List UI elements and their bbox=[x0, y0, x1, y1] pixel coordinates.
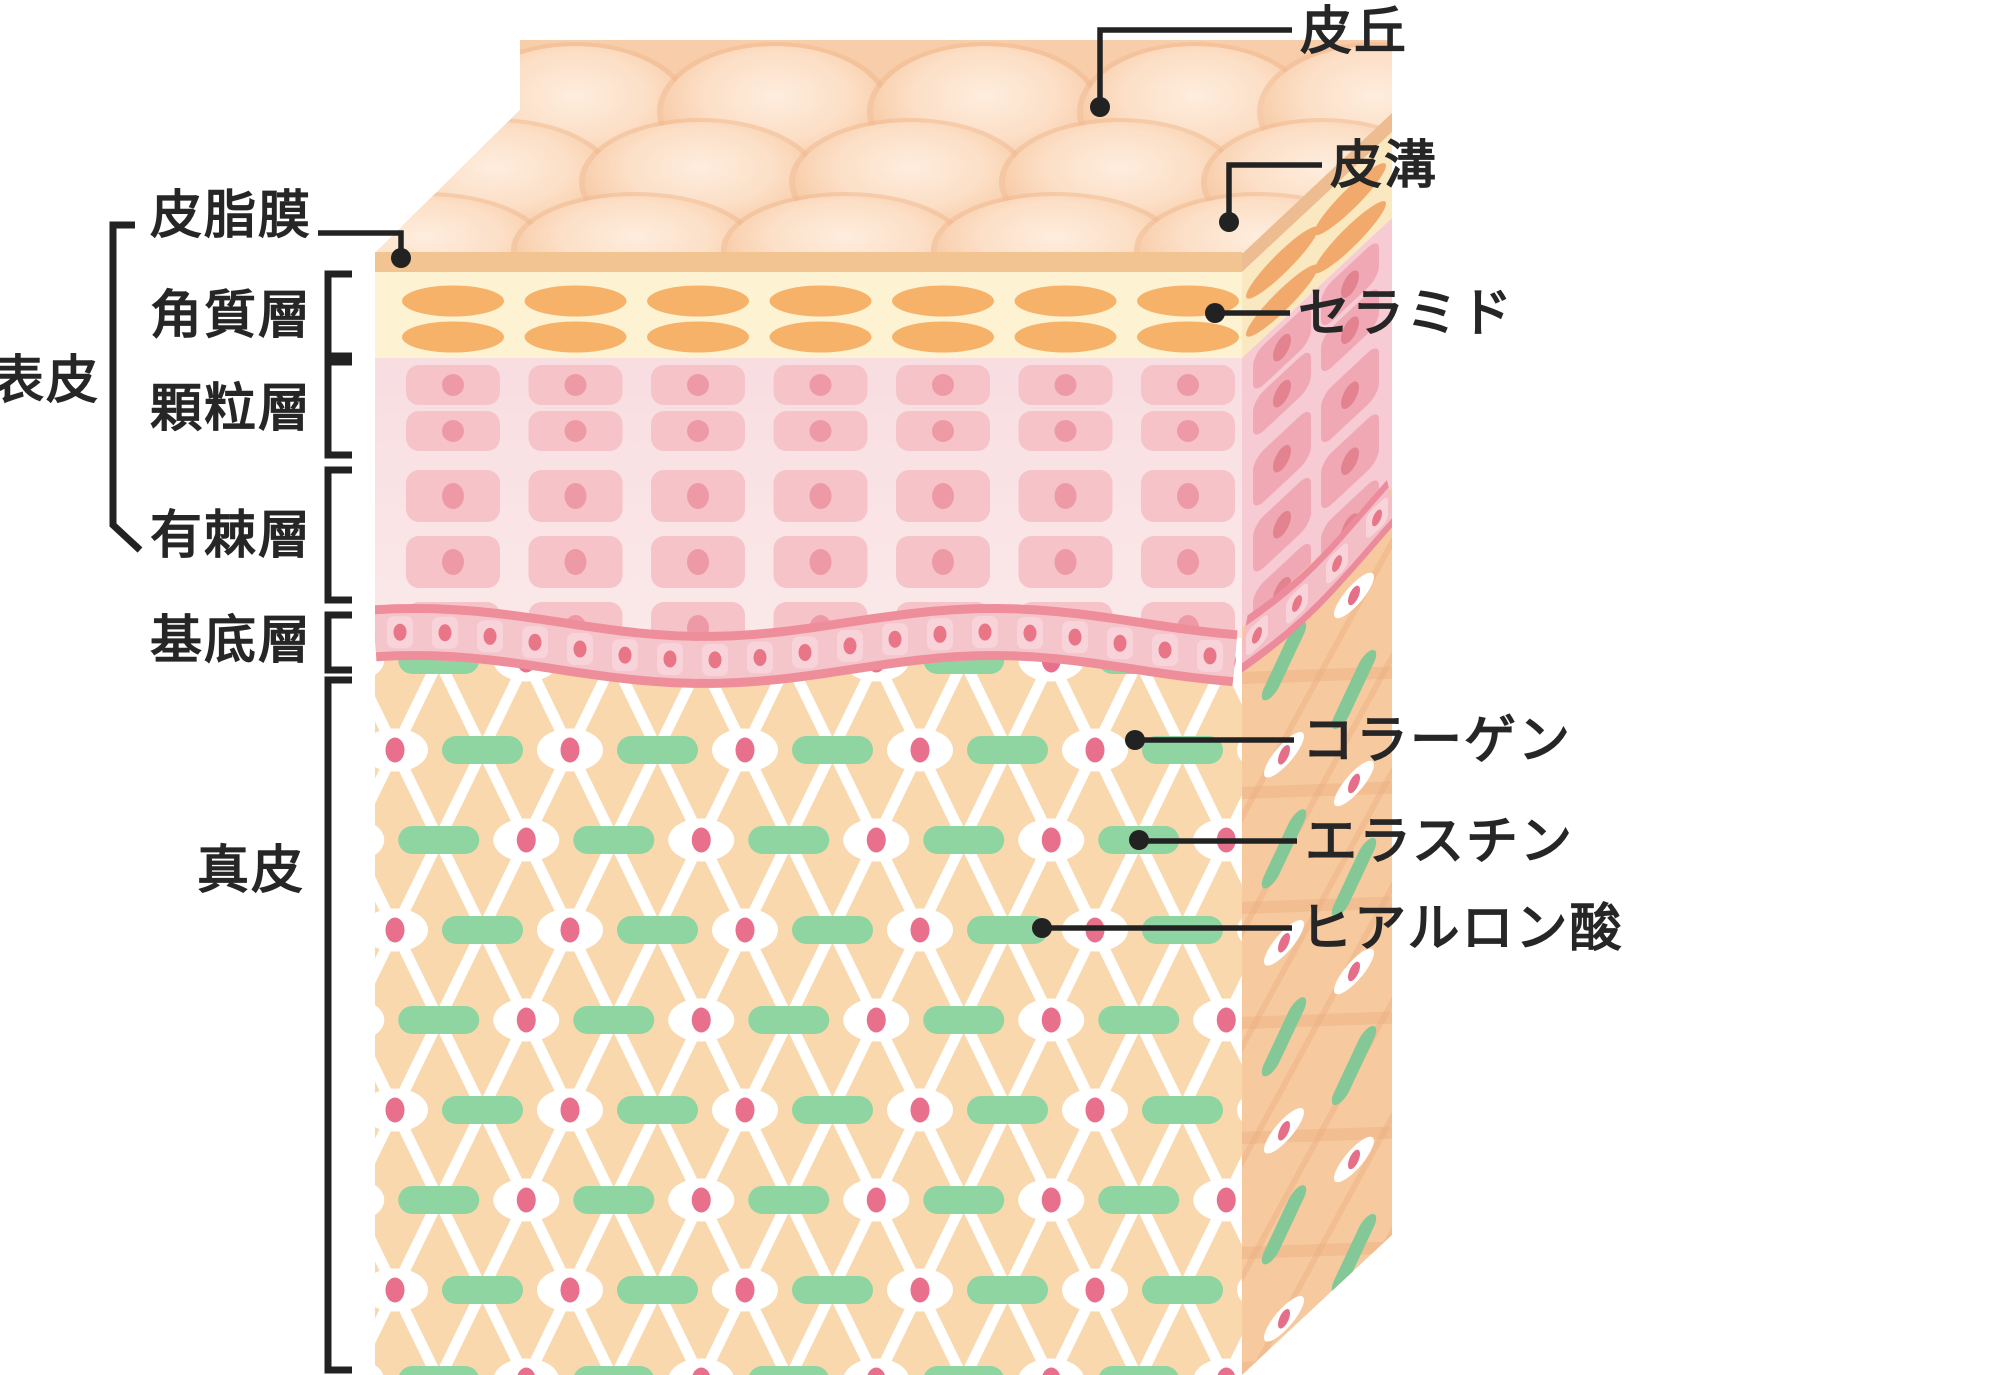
callout-line-sebum-film bbox=[318, 230, 404, 250]
label-spinous-layer: 有棘層 bbox=[150, 507, 312, 565]
label-groove: 皮溝 bbox=[1330, 137, 1438, 195]
callout-dot-elastin bbox=[1129, 830, 1149, 850]
callout-line-groove bbox=[1226, 162, 1322, 215]
bracket-epidermis-group bbox=[109, 221, 143, 553]
label-stratum-corneum: 角質層 bbox=[150, 287, 312, 345]
side-face bbox=[1242, 111, 1392, 1375]
callout-dot-ceramide bbox=[1205, 303, 1225, 323]
front-face bbox=[375, 252, 1242, 1375]
callout-line-hill bbox=[1097, 27, 1292, 100]
callout-dot-groove bbox=[1219, 212, 1239, 232]
bracket-dermis bbox=[324, 676, 352, 1374]
basal-layer-band bbox=[375, 603, 1238, 688]
label-epidermis: 表皮 bbox=[0, 352, 100, 410]
label-sebum-film: 皮脂膜 bbox=[150, 187, 312, 245]
callout-dot-hill bbox=[1090, 97, 1110, 117]
label-elastin: エラスチン bbox=[1305, 813, 1574, 871]
label-granular-layer: 顆粒層 bbox=[150, 380, 312, 438]
bracket-basal-layer bbox=[324, 611, 352, 674]
callout-dot-hyaluronic bbox=[1032, 918, 1052, 938]
callout-dot-sebum-film bbox=[391, 248, 411, 268]
label-hill: 皮丘 bbox=[1300, 3, 1408, 61]
callouts bbox=[109, 27, 1322, 1374]
label-dermis: 真皮 bbox=[197, 842, 305, 900]
ceramide-lipids bbox=[402, 285, 1239, 353]
side-basal-layer bbox=[1242, 480, 1392, 677]
label-basal-layer: 基底層 bbox=[150, 612, 312, 670]
bracket-granular-layer bbox=[324, 358, 352, 459]
dermis-layer bbox=[375, 638, 1242, 1375]
label-collagen: コラーゲン bbox=[1302, 712, 1572, 770]
bracket-stratum-corneum bbox=[324, 270, 352, 360]
bracket-spinous-layer bbox=[324, 466, 352, 604]
top-surface bbox=[375, 40, 1392, 253]
side-ceramide-lipids bbox=[1246, 163, 1386, 337]
label-ceramide: セラミド bbox=[1298, 285, 1514, 343]
sebum-film-band bbox=[375, 252, 1242, 272]
label-hyaluronic-acid: ヒアルロン酸 bbox=[1300, 900, 1623, 958]
side-dermis-ornaments bbox=[1261, 572, 1377, 1342]
side-sebum-band bbox=[1242, 111, 1392, 272]
callout-dot-collagen bbox=[1125, 730, 1145, 750]
skin-hill-bumps bbox=[375, 42, 1392, 253]
labels: 皮脂膜 角質層 顆粒層 有棘層 基底層 表皮 真皮 皮丘 皮溝 セラミド コラー… bbox=[0, 3, 1623, 958]
